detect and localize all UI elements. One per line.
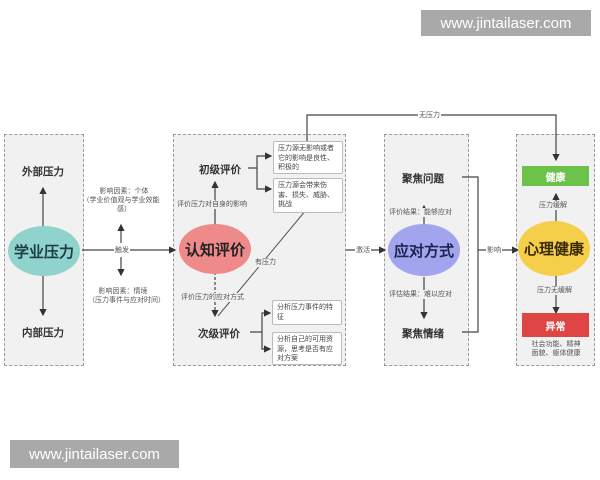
individual-factor-line1: 影响因素：个体 — [99, 187, 149, 195]
secondary-note-resources: 分析自己的可用资源，思考是否有应对方案 — [272, 332, 342, 365]
mental-health-node: 心理健康 — [518, 221, 590, 276]
academic-pressure-node: 学业压力 — [8, 226, 80, 276]
abnormal-box: 异常 — [522, 313, 589, 337]
focus-emotion-label: 聚焦情绪 — [402, 328, 444, 340]
individual-factor-line2: （学业价值观与学业效能 — [82, 196, 160, 204]
watermark-bottom: www.jintailaser.com — [10, 440, 179, 468]
internal-pressure-label: 内部压力 — [22, 327, 64, 339]
coping-style-node: 应对方式 — [388, 224, 460, 276]
abnormal-note: 社会功能、精神 面貌、躯体健康 — [524, 340, 588, 358]
influence-label: 影响 — [486, 246, 502, 255]
cognitive-appraisal-node: 认知评价 — [179, 224, 251, 274]
trigger-label: 触发 — [114, 246, 130, 255]
context-factor-line1: 影响因素：情境 — [98, 287, 148, 295]
has-pressure-label: 有压力 — [254, 258, 277, 267]
external-pressure-label: 外部压力 — [22, 166, 64, 178]
secondary-note-features: 分析压力事件的特征 — [272, 300, 342, 325]
focus-problem-label: 聚焦问题 — [402, 173, 444, 185]
individual-factor-label: 影响因素：个体 （学业价值观与学业效能 感） — [83, 187, 160, 214]
abnormal-note-line1: 社会功能、精神 — [531, 340, 581, 348]
watermark-top: www.jintailaser.com — [421, 10, 591, 36]
abnormal-note-line2: 面貌、躯体健康 — [531, 349, 581, 357]
relieved-label: 压力缓解 — [538, 201, 568, 210]
result-can-cope-label: 评价结果：能够应对 — [388, 208, 453, 217]
primary-arrow-label: 评价压力对自身的影响 — [176, 200, 248, 209]
primary-appraisal-label: 初级评价 — [199, 164, 241, 176]
primary-note-benign: 压力源无影响或者它的影响是良性、积极的 — [273, 141, 343, 174]
primary-note-harmful: 压力源会带来伤害、损失、威胁、挑战 — [273, 178, 343, 213]
individual-factor-line3: 感） — [117, 205, 131, 213]
activate-label: 激活 — [355, 246, 371, 255]
context-factor-line2: （压力事件与应对时间） — [88, 296, 165, 304]
not-relieved-label: 压力无缓解 — [536, 286, 573, 295]
result-hard-cope-label: 评估结果：难以应对 — [388, 290, 453, 299]
secondary-arrow-label: 评价压力的应对方式 — [180, 293, 245, 302]
context-factor-label: 影响因素：情境 （压力事件与应对时间） — [88, 287, 165, 305]
secondary-appraisal-label: 次级评价 — [198, 328, 240, 340]
no-pressure-label: 无压力 — [418, 111, 441, 120]
healthy-box: 健康 — [522, 166, 589, 186]
